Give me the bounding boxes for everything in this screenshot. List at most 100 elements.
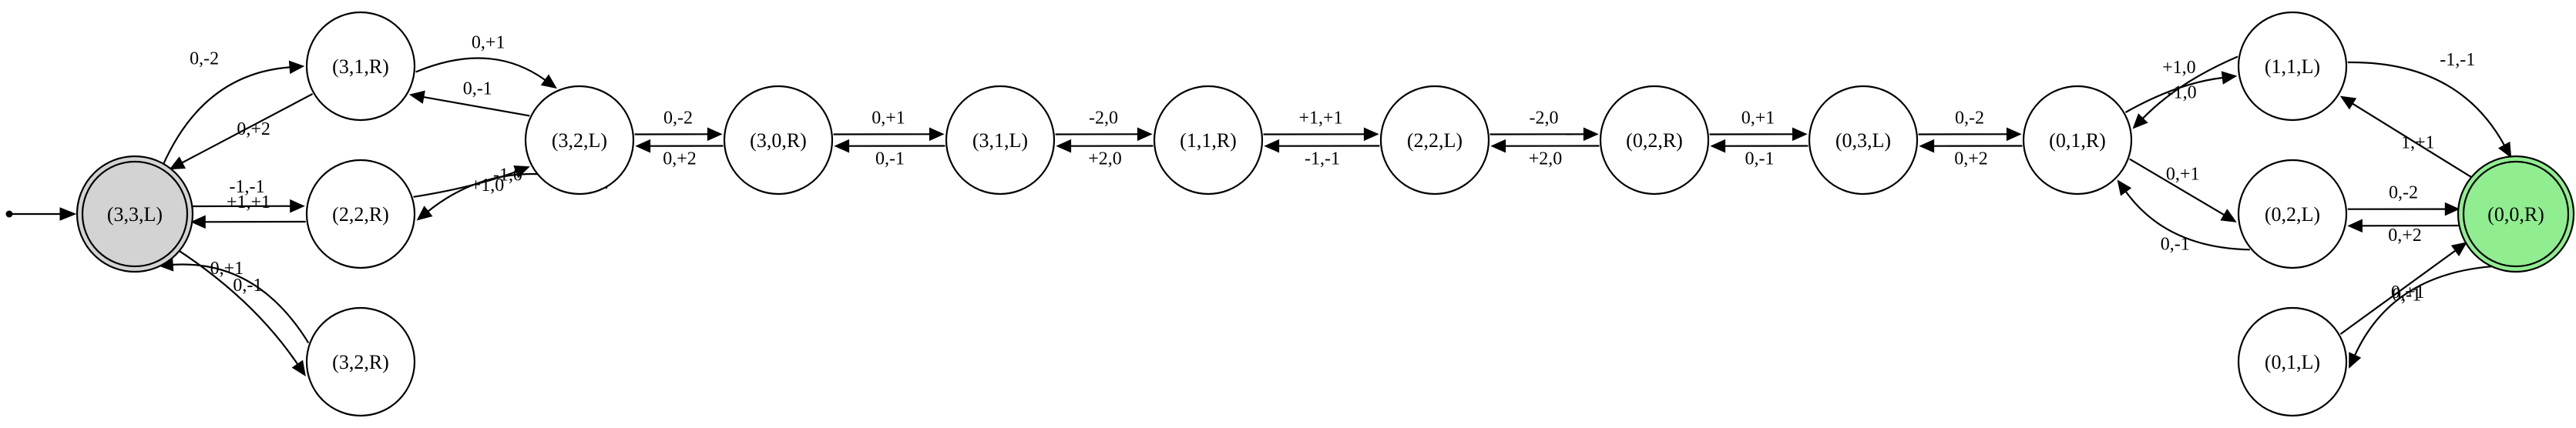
edge-n30r-to-n31l-arrowhead — [929, 127, 945, 142]
edge-n02r-to-n03l-label: 0,+1 — [1741, 108, 1775, 128]
state-node-02l-circle — [2237, 159, 2348, 269]
state-node-02l-label: (0,2,L) — [2265, 203, 2320, 226]
edge-n22l-to-n11r: -1,-1 — [1264, 139, 1380, 169]
state-node-22r-circle — [305, 159, 416, 269]
edge-n01r-to-n11l: +1,0 — [2124, 58, 2238, 113]
state-node-01l: (0,1,L) — [2237, 306, 2348, 417]
state-node-31l-label: (3,1,L) — [972, 129, 1028, 152]
edge-n22r-to-n33l: +1,+1 — [190, 192, 306, 229]
state-node-32l: (3,2,L) — [524, 85, 635, 196]
edge-n01l-to-n00r-line — [2339, 249, 2457, 335]
state-node-11r-circle — [1153, 85, 1264, 196]
state-node-02r: (0,2,R) — [1599, 85, 1710, 196]
edge-n11l-to-n01r-label: -1,0 — [2168, 82, 2197, 102]
edge-n30r-to-n32l-arrowhead — [635, 139, 651, 153]
edge-n33l-to-n32r-arrowhead — [291, 359, 306, 376]
edge-n31r-to-n33l: 0,+2 — [169, 93, 314, 170]
edge-n00r-to-n01l-label: 0,+1 — [2391, 283, 2425, 303]
edge-n22r-to-n33l-arrowhead — [190, 215, 206, 229]
edge-n31r-to-n32l: 0,+1 — [415, 32, 557, 89]
edge-n11r-to-n22l: +1,+1 — [1263, 108, 1379, 142]
edge-n31l-to-n11r-label: -2,0 — [1089, 108, 1118, 128]
edge-n11l-to-n01r-arrowhead — [2132, 113, 2148, 129]
edges-layer: 0,-20,+2-1,-1+1,+10,-10,+10,+10,-1+1,0-1… — [5, 32, 2512, 376]
edge-n02r-to-n03l: 0,+1 — [1709, 108, 1808, 142]
edge-n31r-to-n32l-arrowhead — [540, 74, 557, 89]
edge-n22l-to-n02r-label: -2,0 — [1530, 108, 1559, 128]
state-node-01r-circle — [2022, 85, 2133, 196]
edge-n03l-to-n02r: 0,-1 — [1710, 139, 1809, 169]
state-node-33l-label: (3,3,L) — [107, 203, 163, 226]
edge-n31r-to-n32l-line — [415, 57, 546, 81]
edge-n00r-to-n01l-line — [2354, 265, 2497, 356]
edge-n32l-to-n30r-label: 0,-2 — [663, 108, 693, 128]
edge-n01l-to-n00r: 0,-1 — [2339, 242, 2467, 335]
edge-n32r-to-n33l-line — [173, 263, 310, 343]
edge-n22l-to-n02r: -2,0 — [1490, 108, 1599, 142]
edge-n32l-to-n30r-arrowhead — [707, 127, 723, 142]
edge-n03l-to-n01r-label: 0,-2 — [1955, 108, 1984, 128]
state-node-22l: (2,2,L) — [1379, 85, 1490, 196]
state-node-33l: (3,3,L) — [76, 155, 194, 273]
edge-n30r-to-n31l: 0,+1 — [833, 108, 945, 142]
edge-n30r-to-n32l-label: 0,+2 — [663, 149, 697, 169]
edge-n01r-to-n02l-arrowhead — [2220, 209, 2237, 222]
edge-n33l-to-n22r-arrowhead — [290, 199, 305, 213]
edge-n11r-to-n31l: +2,0 — [1056, 139, 1154, 169]
edge-n02l-to-n00r-arrowhead — [2444, 202, 2460, 216]
edge-n00r-to-n11l-label: 1,+1 — [2401, 133, 2435, 153]
edge-n01l-to-n00r-arrowhead — [2450, 242, 2467, 257]
edge-n01l-to-n00r-label: 0,-1 — [2392, 286, 2421, 306]
state-node-22l-label: (2,2,L) — [1407, 129, 1463, 152]
state-node-11l-label: (1,1,L) — [2265, 55, 2320, 78]
edge-n01r-to-n11l-arrowhead — [2221, 71, 2238, 85]
state-node-31r-circle — [305, 11, 416, 122]
state-node-03l-circle — [1808, 85, 1919, 196]
edge-n11l-to-n00r-arrowhead — [2497, 141, 2512, 159]
edge-n31l-to-n11r-arrowhead — [1137, 127, 1153, 142]
edge-n02l-to-n00r-label: 0,-2 — [2389, 183, 2418, 203]
edge-n31l-to-n30r: 0,-1 — [834, 139, 945, 169]
edge-n11l-to-n00r: -1,-1 — [2347, 50, 2512, 159]
edge-n33l-to-n31r: 0,-2 — [161, 48, 305, 167]
edge-n32l-to-n22r-label: -1,0 — [493, 166, 522, 186]
edge-n00r-to-n02l-label: 0,+2 — [2388, 226, 2422, 246]
edge-n32r-to-n33l: 0,+1 — [158, 258, 310, 343]
state-node-31r-label: (3,1,R) — [332, 55, 389, 78]
edge-n00r-to-n11l: 1,+1 — [2339, 95, 2474, 179]
edge-n11r-to-n31l-arrowhead — [1056, 139, 1072, 153]
state-node-33l-inner-ring — [81, 160, 189, 268]
edge-n01r-to-n02l-label: 0,+1 — [2166, 165, 2200, 185]
state-node-32l-label: (3,2,L) — [552, 129, 607, 152]
edge-n03l-to-n01r-arrowhead — [2006, 127, 2022, 142]
edge-n33l-to-n31r-arrowhead — [288, 60, 305, 75]
start-pointer-dot — [5, 210, 13, 218]
edge-n31r-to-n33l-label: 0,+2 — [237, 119, 270, 139]
state-node-32r-circle — [305, 306, 416, 417]
state-node-31l-circle — [945, 85, 1056, 196]
state-node-00r-label: (0,0,R) — [2487, 203, 2544, 226]
edge-n32l-to-n31r-arrowhead — [408, 90, 425, 104]
state-node-31l: (3,1,L) — [945, 85, 1056, 196]
edge-n11r-to-n22l-arrowhead — [1363, 127, 1379, 142]
state-node-01r: (0,1,R) — [2022, 85, 2133, 196]
edge-n01r-to-n11l-line — [2124, 76, 2223, 113]
state-node-00r-inner-ring — [2462, 160, 2570, 268]
edge-n11r-to-n31l-label: +2,0 — [1088, 149, 1122, 169]
state-node-03l-label: (0,3,L) — [1835, 129, 1891, 152]
edge-n02l-to-n00r: 0,-2 — [2347, 183, 2460, 216]
edge-n02r-to-n22l-label: +2,0 — [1529, 149, 1563, 169]
edge-n01r-to-n03l: 0,+2 — [1919, 139, 2023, 169]
edge-n03l-to-n02r-arrowhead — [1710, 139, 1726, 153]
state-node-11r: (1,1,R) — [1153, 85, 1264, 196]
edge-n00r-to-n01l: 0,+1 — [2349, 265, 2497, 369]
state-node-32r: (3,2,R) — [305, 306, 416, 417]
edge-n11l-to-n01r: -1,0 — [2132, 55, 2238, 129]
edge-n02r-to-n22l-arrowhead — [1490, 139, 1506, 153]
state-node-01r-label: (0,1,R) — [2049, 129, 2106, 152]
edge-n11r-to-n22l-label: +1,+1 — [1298, 108, 1342, 128]
edge-n33l-to-n31r-label: 0,-2 — [190, 48, 219, 69]
edge-n02l-to-n01r-arrowhead — [2117, 179, 2132, 196]
edge-n33l-to-n32r-line — [176, 249, 299, 365]
